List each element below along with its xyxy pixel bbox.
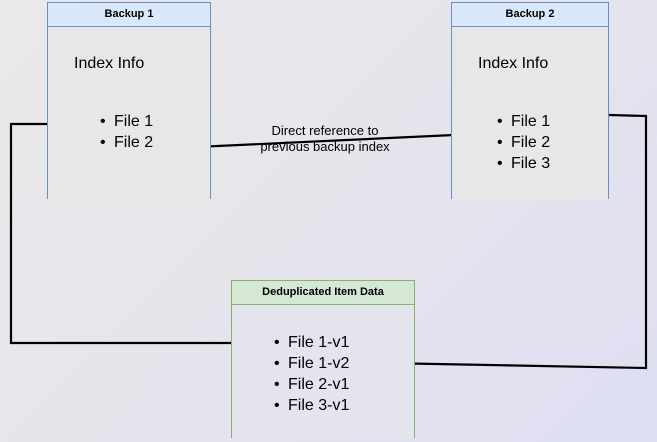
edge-label-line-1: Direct reference to	[271, 123, 379, 138]
list-item: File 2	[497, 132, 550, 153]
node-backup-2-body: Index Info File 1 File 2 File 3	[452, 27, 608, 199]
edge-label-direct-reference: Direct reference to previous backup inde…	[249, 123, 401, 155]
dedup-file-list: File 1-v1 File 1-v2 File 2-v1 File 3-v1	[274, 332, 349, 416]
node-backup-1-body: Index Info File 1 File 2	[48, 27, 210, 199]
backup-2-file-list: File 1 File 2 File 3	[497, 111, 550, 174]
list-item: File 1	[497, 111, 550, 132]
list-item: File 1-v2	[274, 353, 349, 374]
list-item: File 3-v1	[274, 395, 349, 416]
backup-1-file-list: File 1 File 2	[100, 111, 153, 153]
node-backup-1-title: Backup 1	[48, 3, 210, 27]
list-item: File 3	[497, 153, 550, 174]
backup-2-index-info-label: Index Info	[478, 55, 549, 72]
node-backup-2-title: Backup 2	[452, 3, 608, 27]
list-item: File 1	[100, 111, 153, 132]
node-backup-2[interactable]: Backup 2 Index Info File 1 File 2 File 3	[451, 2, 609, 199]
list-item: File 2	[100, 132, 153, 153]
node-deduplicated-item-data-body: File 1-v1 File 1-v2 File 2-v1 File 3-v1	[232, 305, 414, 438]
backup-1-index-info-label: Index Info	[74, 55, 145, 72]
edge-label-line-2: previous backup index	[260, 139, 390, 154]
node-deduplicated-item-data-title: Deduplicated Item Data	[232, 281, 414, 305]
list-item: File 2-v1	[274, 374, 349, 395]
node-deduplicated-item-data[interactable]: Deduplicated Item Data File 1-v1 File 1-…	[231, 280, 415, 438]
list-item: File 1-v1	[274, 332, 349, 353]
node-backup-1[interactable]: Backup 1 Index Info File 1 File 2	[47, 2, 211, 199]
